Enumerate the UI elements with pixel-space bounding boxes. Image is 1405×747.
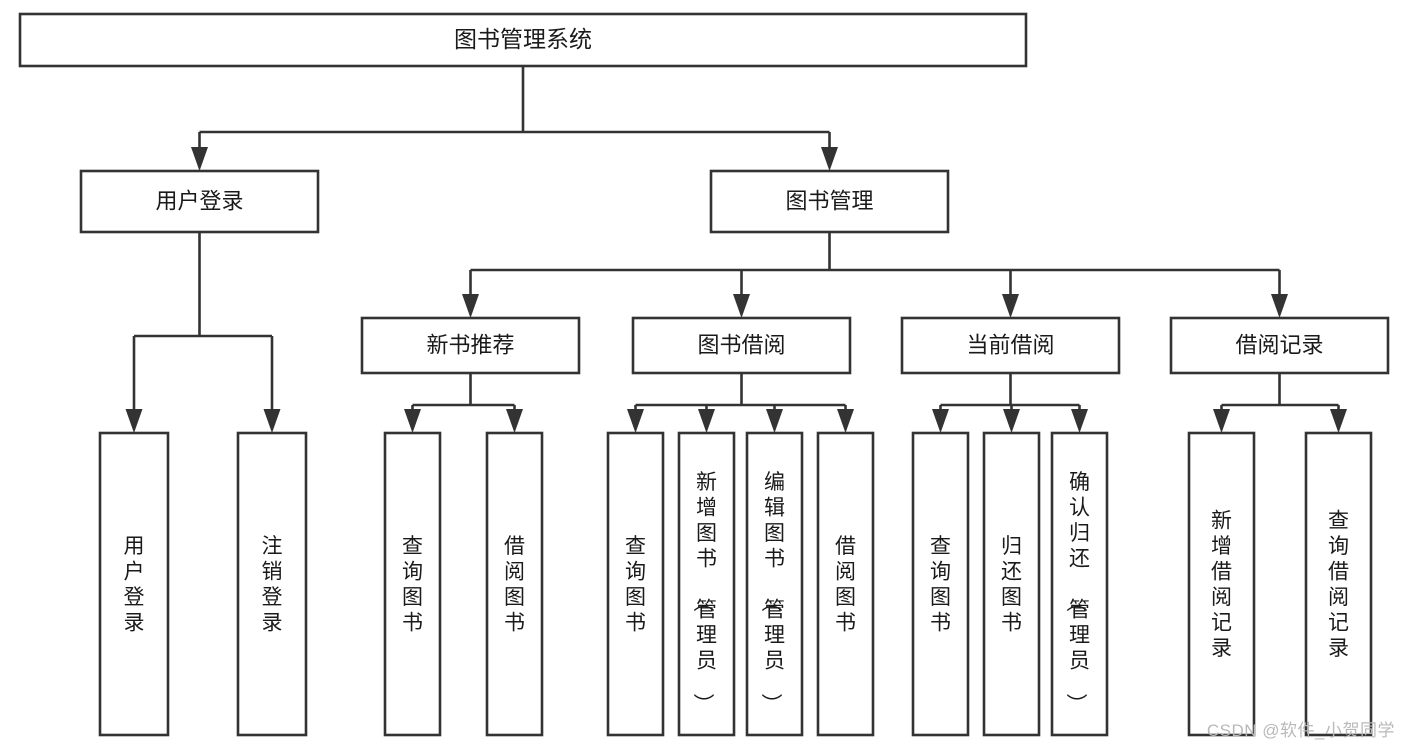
leaf-current-borrow-2[interactable]: 归还图书 bbox=[982, 431, 1041, 737]
node-level3-3-rect[interactable] bbox=[900, 316, 1121, 375]
leaf-new-book-recommend-2-label: 借阅图书 bbox=[504, 535, 525, 635]
node-level3-1-rect[interactable] bbox=[360, 316, 581, 375]
leaf-borrow-records-2-rect[interactable] bbox=[1304, 431, 1373, 737]
arrow-head-icon bbox=[125, 409, 143, 433]
arrow-head-icon bbox=[766, 409, 783, 433]
leaf-current-borrow-3-label: 确认归还（管理员） bbox=[1064, 471, 1090, 714]
node-root[interactable]: 图书管理系统 bbox=[18, 12, 1028, 68]
leaf-current-borrow-1-rect[interactable] bbox=[911, 431, 970, 737]
arrow-head-icon bbox=[1330, 409, 1347, 433]
arrow-head-icon bbox=[506, 409, 523, 433]
edges-layer bbox=[125, 66, 1347, 433]
leaf-current-borrow-3-rect[interactable] bbox=[1050, 431, 1109, 737]
node-level3-1-label: 新书推荐 bbox=[426, 332, 514, 357]
node-level2-2-label: 图书管理 bbox=[785, 188, 873, 213]
leaf-user-login-1[interactable]: 用户登录 bbox=[98, 431, 170, 737]
leaf-user-login-2-rect[interactable] bbox=[236, 431, 308, 737]
node-level2-1[interactable]: 用户登录 bbox=[79, 169, 320, 234]
node-level3-2-rect[interactable] bbox=[631, 316, 852, 375]
leaf-current-borrow-1-label: 查询图书 bbox=[930, 535, 951, 635]
leaf-new-book-recommend-1[interactable]: 查询图书 bbox=[383, 431, 442, 737]
node-level3-4[interactable]: 借阅记录 bbox=[1169, 316, 1390, 375]
leaf-new-book-recommend-1-rect[interactable] bbox=[383, 431, 442, 737]
leaf-current-borrow-3[interactable]: 确认归还（管理员） bbox=[1050, 431, 1109, 737]
arrow-head-icon bbox=[1003, 409, 1020, 433]
leaf-borrow-records-2[interactable]: 查询借阅记录 bbox=[1304, 431, 1373, 737]
leaf-current-borrow-2-rect[interactable] bbox=[982, 431, 1041, 737]
leaf-user-login-1-rect[interactable] bbox=[98, 431, 170, 737]
leaf-user-login-2-label: 注销登录 bbox=[262, 535, 283, 635]
leaf-book-borrow-1-rect[interactable] bbox=[606, 431, 665, 737]
arrow-head-icon bbox=[1271, 294, 1288, 318]
node-level2-1-label: 用户登录 bbox=[155, 188, 243, 213]
leaf-book-borrow-3-rect[interactable] bbox=[745, 431, 804, 737]
leaf-book-borrow-4-rect[interactable] bbox=[816, 431, 875, 737]
arrow-head-icon bbox=[1071, 409, 1088, 433]
leaf-borrow-records-1[interactable]: 新增借阅记录 bbox=[1187, 431, 1256, 737]
leaf-book-borrow-1[interactable]: 查询图书 bbox=[606, 431, 665, 737]
arrow-head-icon bbox=[837, 409, 854, 433]
arrow-head-icon bbox=[821, 147, 838, 171]
leaf-user-login-1-label: 用户登录 bbox=[124, 535, 145, 635]
arrow-head-icon bbox=[1002, 294, 1019, 318]
node-level3-2[interactable]: 图书借阅 bbox=[631, 316, 852, 375]
leaf-book-borrow-2-rect[interactable] bbox=[677, 431, 736, 737]
leaf-book-borrow-2-label: 新增图书（管理员） bbox=[691, 471, 717, 714]
leaf-book-borrow-2[interactable]: 新增图书（管理员） bbox=[677, 431, 736, 737]
node-level3-4-label: 借阅记录 bbox=[1235, 332, 1323, 357]
arrow-head-icon bbox=[404, 409, 421, 433]
arrow-head-icon bbox=[627, 409, 644, 433]
node-level2-1-rect[interactable] bbox=[79, 169, 320, 234]
node-level3-4-rect[interactable] bbox=[1169, 316, 1390, 375]
arrow-head-icon bbox=[698, 409, 715, 433]
leaf-current-borrow-2-label: 归还图书 bbox=[1001, 535, 1022, 635]
csdn-watermark: CSDN @软件_小贺同学 bbox=[1206, 721, 1395, 740]
arrow-head-icon bbox=[263, 409, 281, 433]
node-level3-3-label: 当前借阅 bbox=[966, 332, 1054, 357]
leaf-book-borrow-1-label: 查询图书 bbox=[625, 535, 646, 635]
node-level3-1[interactable]: 新书推荐 bbox=[360, 316, 581, 375]
arrow-head-icon bbox=[733, 294, 750, 318]
node-root-label: 图书管理系统 bbox=[454, 26, 592, 52]
node-level3-2-label: 图书借阅 bbox=[697, 332, 785, 357]
leaf-new-book-recommend-2[interactable]: 借阅图书 bbox=[485, 431, 544, 737]
leaf-borrow-records-1-label: 新增借阅记录 bbox=[1211, 509, 1232, 660]
leaf-borrow-records-2-label: 查询借阅记录 bbox=[1328, 509, 1349, 660]
leaf-book-borrow-3-label: 编辑图书（管理员） bbox=[759, 471, 785, 714]
arrow-head-icon bbox=[191, 147, 208, 171]
leaf-new-book-recommend-2-rect[interactable] bbox=[485, 431, 544, 737]
node-root-rect[interactable] bbox=[18, 12, 1028, 68]
node-level3-3[interactable]: 当前借阅 bbox=[900, 316, 1121, 375]
leaf-new-book-recommend-1-label: 查询图书 bbox=[402, 535, 423, 635]
leaf-user-login-2[interactable]: 注销登录 bbox=[236, 431, 308, 737]
leaf-borrow-records-1-rect[interactable] bbox=[1187, 431, 1256, 737]
leaf-book-borrow-3[interactable]: 编辑图书（管理员） bbox=[745, 431, 804, 737]
leaf-book-borrow-4[interactable]: 借阅图书 bbox=[816, 431, 875, 737]
leaf-book-borrow-4-label: 借阅图书 bbox=[835, 535, 856, 635]
leaf-current-borrow-1[interactable]: 查询图书 bbox=[911, 431, 970, 737]
arrow-head-icon bbox=[1213, 409, 1230, 433]
arrow-head-icon bbox=[462, 294, 479, 318]
arrow-head-icon bbox=[932, 409, 949, 433]
node-level2-2[interactable]: 图书管理 bbox=[709, 169, 950, 234]
node-level2-2-rect[interactable] bbox=[709, 169, 950, 234]
nodes-layer: 图书管理系统用户登录图书管理新书推荐图书借阅当前借阅借阅记录用户登录注销登录查询… bbox=[18, 12, 1390, 737]
